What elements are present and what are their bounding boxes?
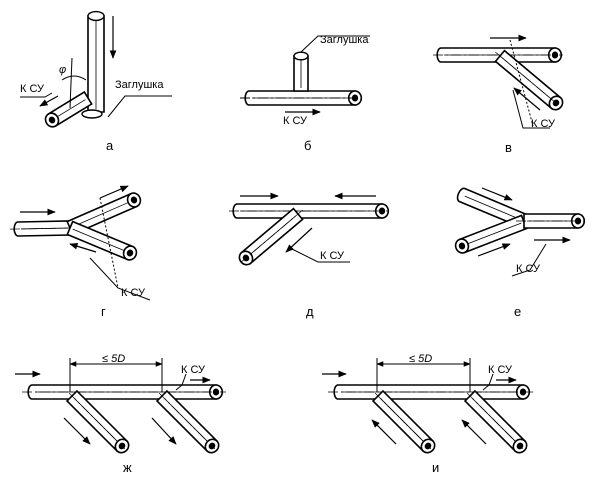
leader-plug-b [300, 35, 370, 53]
pipe-branch-a [44, 90, 93, 128]
pipe-axis [9, 227, 79, 230]
caption-a: а [106, 138, 114, 153]
pipe-main-zh [22, 384, 226, 400]
pipe-highlight [464, 195, 523, 221]
pipe-axis [68, 392, 126, 450]
pipe-end-bore [130, 196, 138, 204]
plug-label-b: Заглушка [320, 34, 369, 46]
leader-plug-a [107, 95, 172, 118]
flow-arrow-upper-e [481, 187, 513, 201]
pipe-highlight [72, 200, 133, 228]
caption-d: д [306, 304, 314, 319]
flow-arrow-branch-v [513, 87, 541, 111]
pipe-main-v [433, 47, 563, 63]
phi-label-a: φ [59, 64, 66, 76]
flow-arrow-branch1-zh [63, 417, 91, 445]
pipe-end-bore [458, 242, 466, 250]
pipe-layer [9, 10, 586, 454]
pipe-end-open [293, 51, 309, 61]
pipe-left-g [9, 220, 79, 237]
pipe-outlet-e [516, 213, 586, 229]
to-su-label-d: К СУ [320, 250, 345, 262]
to-su-label-zh: К СУ [181, 364, 206, 376]
flow-arrow-branch1-i [371, 419, 397, 445]
pipe-branch-v [494, 49, 564, 111]
pipe-axis [374, 392, 432, 450]
pipe-main-d [229, 203, 390, 219]
leader-to-su-i [482, 373, 494, 391]
caption-g: г [101, 304, 106, 319]
to-su-label-i: К СУ [488, 364, 513, 376]
to-su-label-e: К СУ [516, 263, 541, 275]
flow-arrow-branch2-i [461, 419, 487, 445]
spacing-label-i: ≤ 5D [409, 353, 432, 365]
flow-arrow-lower-g [69, 243, 97, 253]
to-su-label-g: К СУ [121, 287, 146, 299]
pipe-branch2-i [463, 389, 528, 454]
caption-v: в [505, 140, 512, 155]
pipe-highlight [53, 99, 86, 120]
angle-ref-line-a [69, 57, 73, 109]
pipe-branch-d [238, 207, 304, 266]
pipe-branch1-i [371, 389, 436, 454]
to-su-label-a: К СУ [20, 83, 45, 95]
pipe-axis [241, 209, 303, 263]
pipe-highlight [463, 222, 522, 246]
pipe-lower-branch-g [66, 220, 138, 261]
caption-b: б [304, 138, 311, 153]
pipe-main-i [328, 384, 533, 400]
leader-dotted-g [99, 197, 119, 289]
pipe-lower-branch-e [454, 214, 528, 254]
plug-label-a: Заглушка [115, 79, 164, 91]
caption-e: е [514, 304, 521, 319]
leader-to-su-a [20, 92, 53, 98]
leader-to-su-zh [175, 373, 187, 391]
to-su-label-b: К СУ [283, 115, 308, 127]
flow-arrow-lower-e [477, 243, 511, 257]
flow-arrow-to-su-a [39, 95, 59, 107]
flow-arrow-branch2-zh [151, 417, 177, 445]
to-su-label-v: К СУ [531, 118, 556, 130]
leader-to-su-d [289, 247, 350, 263]
leader-dotted-v [509, 39, 534, 127]
pipe-end-open [87, 10, 105, 22]
leader-to-su-v [512, 89, 550, 129]
pipe-upper-branch-e [456, 187, 528, 229]
angle-arc-a [61, 75, 87, 81]
caption-i: и [432, 460, 439, 475]
spacing-label-zh: ≤ 5D [102, 353, 125, 365]
pipe-highlight [72, 228, 129, 253]
flow-arrow-layer [15, 16, 571, 445]
caption-zh: ж [123, 460, 132, 475]
pipe-axis [495, 51, 561, 108]
leader-line-layer [20, 35, 550, 392]
pipe-plug-stub-b [293, 51, 309, 92]
pipe-end-bore [126, 249, 134, 257]
leader-to-su-e [511, 243, 547, 277]
pipe-axis [466, 392, 524, 450]
pipe-branch1-zh [65, 389, 130, 454]
pipe-vertical-a [87, 10, 105, 113]
pipe-axis [158, 392, 216, 450]
pipe-branch2-zh [155, 389, 220, 454]
leader-to-su-g [89, 257, 151, 301]
pipe-end-bore [48, 116, 56, 124]
plug-cap-a [81, 109, 103, 119]
flow-arrow-upper-g [99, 185, 129, 199]
